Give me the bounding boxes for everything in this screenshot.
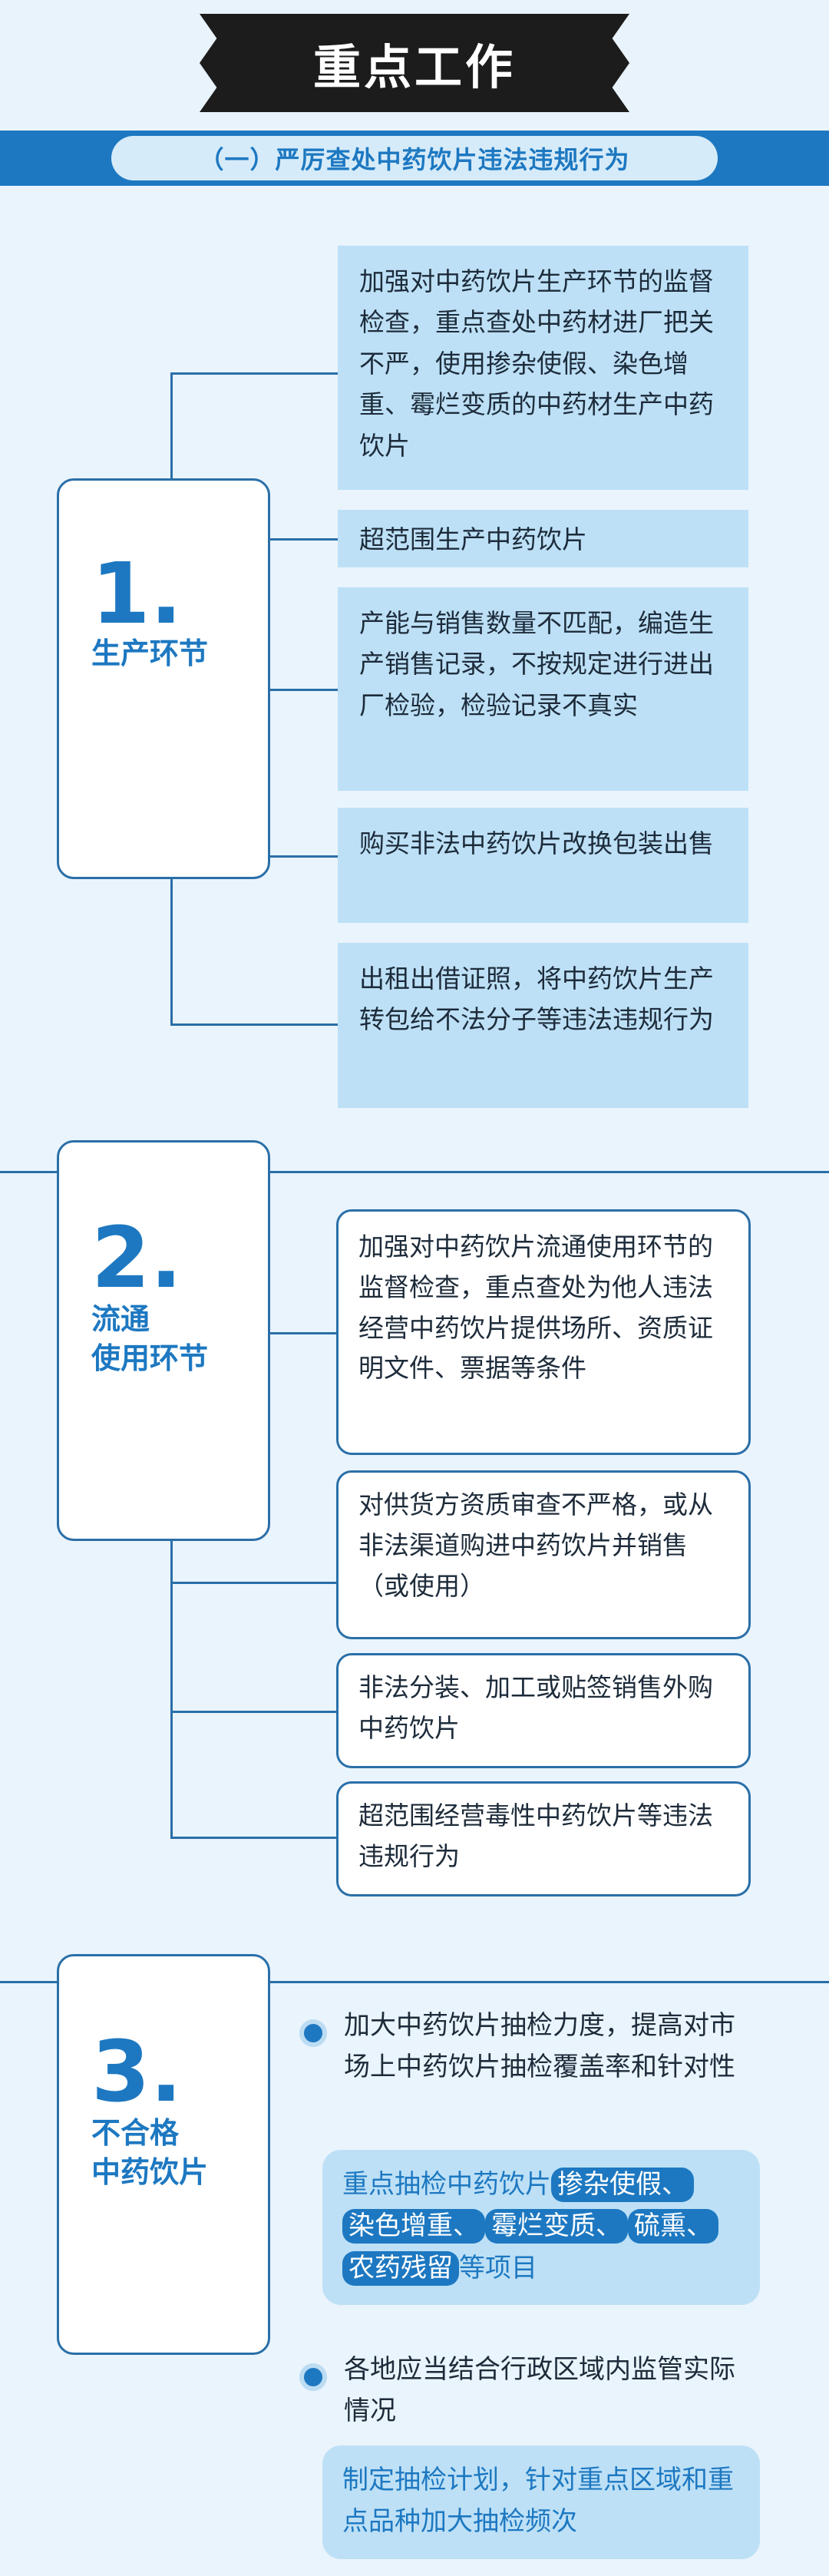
section-heading: （一）严厉查处中药饮片违法违规行为: [199, 145, 630, 174]
list-item: 加强对中药饮片流通使用环节的监督检查，重点查处为他人违法经营中药饮片提供场所、资…: [336, 1209, 751, 1455]
category-box-unqualified: 3. 不合格 中药饮片: [57, 1954, 270, 2355]
category-number: 3.: [91, 2022, 183, 2121]
section-heading-pill: （一）严厉查处中药饮片违法违规行为: [111, 136, 718, 180]
connector-line: [170, 1711, 338, 1713]
tag: 染色增重、: [342, 2209, 485, 2244]
category-number: 2.: [91, 1209, 183, 1307]
category-box-production: 1. 生产环节: [57, 478, 270, 879]
focus-lead: 重点抽检中药饮片: [342, 2169, 551, 2200]
list-item: 产能与销售数量不匹配，编造生产销售记录，不按规定进行进出厂检验，检验记录不真实: [338, 587, 748, 791]
tag: 农药残留: [342, 2250, 459, 2286]
section-divider: [0, 1981, 829, 1983]
connector-line: [170, 1582, 338, 1584]
category-box-distribution: 2. 流通 使用环节: [57, 1140, 270, 1541]
connector-line: [270, 538, 338, 541]
connector-line: [270, 855, 338, 858]
focus-tail: 等项目: [459, 2252, 537, 2283]
category-label: 流通 使用环节: [91, 1302, 209, 1376]
bullet-dot-icon: [299, 2363, 327, 2391]
focus-items-box: 重点抽检中药饮片掺杂使假、染色增重、霉烂变质、硫熏、农药残留等项目: [322, 2150, 760, 2305]
connector-line: [170, 1539, 173, 1837]
bullet-dot-icon: [299, 2019, 327, 2047]
category-number: 1.: [91, 544, 183, 643]
list-item: 非法分装、加工或贴签销售外购中药饮片: [336, 1653, 751, 1768]
connector-line: [270, 689, 338, 691]
list-item: 超范围生产中药饮片: [338, 510, 748, 567]
title-banner: 重点工作: [200, 14, 629, 112]
category-label: 不合格 中药饮片: [91, 2116, 209, 2190]
connector-line: [170, 372, 338, 375]
tag: 霉烂变质、: [485, 2209, 628, 2244]
connector-line: [170, 372, 173, 488]
category-label: 生产环节: [91, 637, 209, 670]
tag: 硫熏、: [628, 2209, 718, 2244]
list-item: 超范围经营毒性中药饮片等违法违规行为: [336, 1781, 751, 1896]
connector-line: [170, 1837, 338, 1839]
section-divider: [0, 1171, 829, 1173]
connector-line: [270, 1332, 338, 1334]
tag: 掺杂使假、: [551, 2168, 694, 2202]
page-title: 重点工作: [312, 39, 516, 95]
bullet-text: 各地应当结合行政区域内监管实际情况: [344, 2354, 735, 2426]
list-item: 加强对中药饮片生产环节的监督检查，重点查处中药材进厂把关不严，使用掺杂使假、染色…: [338, 246, 748, 490]
bullet-text: 加大中药饮片抽检力度，提高对市场上中药饮片抽检覆盖率和针对性: [344, 2010, 735, 2082]
plan-box: 制定抽检计划，针对重点区域和重点品种加大抽检频次: [322, 2445, 760, 2559]
connector-line: [170, 1023, 338, 1026]
list-item: 出租出借证照，将中药饮片生产转包给不法分子等违法违规行为: [338, 943, 748, 1108]
list-item: 对供货方资质审查不严格，或从非法渠道购进中药饮片并销售（或使用）: [336, 1470, 751, 1639]
list-item: 购买非法中药饮片改换包装出售: [338, 808, 748, 923]
connector-line: [170, 877, 173, 1025]
